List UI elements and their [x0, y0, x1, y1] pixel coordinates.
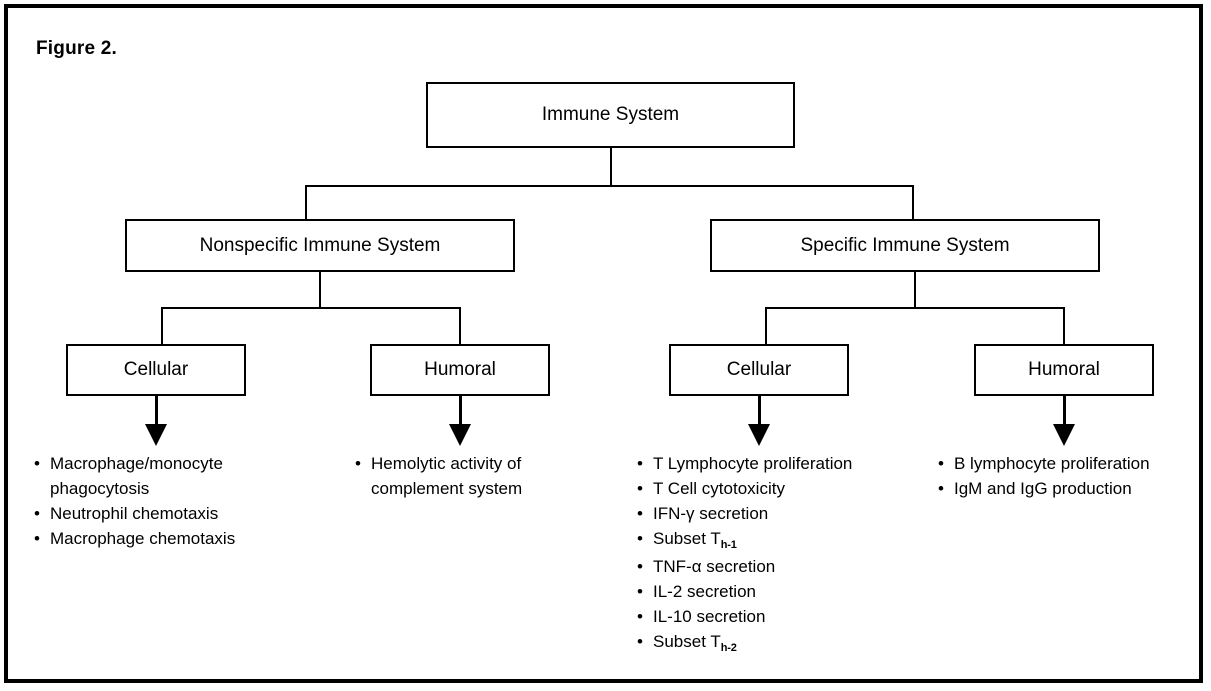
- list-item: IgM and IgG production: [938, 476, 1208, 501]
- node-immune-system[interactable]: Immune System: [426, 82, 795, 148]
- list-item: Subset Th-2: [637, 629, 937, 657]
- list-item-subscript: h-2: [720, 642, 737, 654]
- figure-title: Figure 2.: [36, 38, 117, 59]
- list-item: Subset Th-1: [637, 526, 937, 554]
- node-specific-cellular[interactable]: Cellular: [669, 344, 849, 396]
- arrow-head-sp-cellular: [748, 424, 770, 446]
- connector-specific-stem: [914, 272, 916, 309]
- connector-to-sp-humoral: [1063, 307, 1065, 344]
- list-specific-humoral: B lymphocyte proliferation IgM and IgG p…: [938, 451, 1208, 501]
- connector-to-ns-humoral: [459, 307, 461, 344]
- node-label: Humoral: [424, 359, 496, 380]
- arrow-head-ns-cellular: [145, 424, 167, 446]
- node-nonspecific-immune-system[interactable]: Nonspecific Immune System: [125, 219, 515, 272]
- list-item-line: IgM and IgG production: [954, 479, 1132, 498]
- list-nonspecific-cellular: Macrophage/monocyte phagocytosis Neutrop…: [34, 451, 334, 551]
- connector-level2-bar: [305, 185, 914, 187]
- list-item-line: TNF-α secretion: [653, 557, 776, 576]
- node-nonspecific-humoral[interactable]: Humoral: [370, 344, 550, 396]
- list-item-continuation: complement system: [355, 476, 635, 501]
- list-item-line: T Lymphocyte proliferation: [653, 454, 853, 473]
- list-item: Neutrophil chemotaxis: [34, 501, 334, 526]
- list-item-line: Neutrophil chemotaxis: [50, 504, 219, 523]
- list-item: T Lymphocyte proliferation: [637, 451, 937, 476]
- node-label: Specific Immune System: [800, 234, 1010, 256]
- arrow-shaft-sp-humoral: [1063, 396, 1066, 426]
- list-item: T Cell cytotoxicity: [637, 476, 937, 501]
- arrow-head-ns-humoral: [449, 424, 471, 446]
- list-item: IFN-γ secretion: [637, 501, 937, 526]
- node-nonspecific-cellular[interactable]: Cellular: [66, 344, 246, 396]
- node-label: Cellular: [123, 359, 189, 380]
- list-item: TNF-α secretion: [637, 554, 937, 579]
- list-item: Hemolytic activity of: [355, 451, 635, 476]
- list-item: Macrophage chemotaxis: [34, 526, 334, 551]
- list-item-line: T Cell cytotoxicity: [653, 479, 785, 498]
- list-item-line: B lymphocyte proliferation: [954, 454, 1150, 473]
- list-item-line: phagocytosis: [50, 479, 150, 498]
- list-item-line: Macrophage chemotaxis: [50, 529, 236, 548]
- list-item: B lymphocyte proliferation: [938, 451, 1208, 476]
- figure-frame: Figure 2. Immune System Nonspecific Immu…: [4, 4, 1203, 683]
- node-label: Immune System: [541, 104, 680, 125]
- list-item-line: IL-2 secretion: [653, 582, 756, 601]
- list-item: IL-2 secretion: [637, 579, 937, 604]
- list-item-subscript: h-1: [720, 539, 737, 551]
- list-item-line: Subset T: [653, 529, 721, 548]
- node-label: Humoral: [1028, 359, 1100, 380]
- list-item-continuation: phagocytosis: [34, 476, 334, 501]
- connector-specific-bar: [765, 307, 1065, 309]
- list-item-line: Subset T: [653, 632, 721, 651]
- connector-to-ns-cellular: [161, 307, 163, 344]
- node-specific-immune-system[interactable]: Specific Immune System: [710, 219, 1100, 272]
- node-label: Nonspecific Immune System: [199, 234, 441, 256]
- list-item-line: IFN-γ secretion: [653, 504, 769, 523]
- arrow-shaft-sp-cellular: [758, 396, 761, 426]
- connector-to-sp-cellular: [765, 307, 767, 344]
- list-specific-cellular: T Lymphocyte proliferation T Cell cytoto…: [637, 451, 937, 657]
- connector-to-nonspecific: [305, 185, 307, 219]
- connector-root-stem: [610, 148, 612, 186]
- list-item-line: Macrophage/monocyte: [50, 454, 223, 473]
- connector-to-specific: [912, 185, 914, 219]
- arrow-shaft-ns-cellular: [155, 396, 158, 426]
- node-label: Cellular: [726, 359, 792, 380]
- arrow-shaft-ns-humoral: [459, 396, 462, 426]
- node-specific-humoral[interactable]: Humoral: [974, 344, 1154, 396]
- list-item-line: IL-10 secretion: [653, 607, 766, 626]
- list-item-line: complement system: [371, 479, 523, 498]
- arrow-head-sp-humoral: [1053, 424, 1075, 446]
- list-item-line: Hemolytic activity of: [371, 454, 522, 473]
- connector-nonspecific-stem: [319, 272, 321, 309]
- connector-nonspecific-bar: [161, 307, 461, 309]
- list-nonspecific-humoral: Hemolytic activity of complement system: [355, 451, 635, 501]
- list-item: Macrophage/monocyte: [34, 451, 334, 476]
- list-item: IL-10 secretion: [637, 604, 937, 629]
